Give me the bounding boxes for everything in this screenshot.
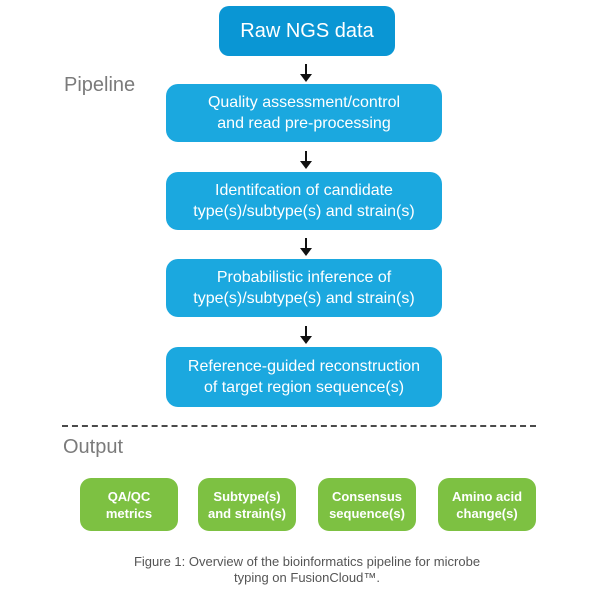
output-text-line: Amino acid	[451, 488, 523, 504]
section-divider	[62, 425, 536, 427]
down-arrow-icon	[299, 64, 313, 82]
caption-line: Figure 1: Overview of the bioinformatics…	[133, 554, 481, 569]
step-text-line: Reference-guided reconstruction	[187, 358, 421, 375]
raw-ngs-data-box: Raw NGS data	[219, 6, 395, 56]
output-amino-acid-changes: Amino acid change(s)	[438, 478, 536, 531]
output-text-line: Subtype(s)	[213, 488, 281, 504]
pipeline-step-quality-control: Quality assessment/control and read pre-…	[166, 84, 442, 142]
output-text-line: metrics	[105, 505, 153, 521]
raw-ngs-data-label: Raw NGS data	[240, 19, 374, 42]
step-text-line: Probabilistic inference of	[216, 269, 392, 286]
step-text-line: Identifcation of candidate	[215, 182, 393, 199]
output-text-line: QA/QC	[107, 488, 151, 504]
step-text-line: Quality assessment/control	[207, 94, 401, 111]
output-text-line: sequence(s)	[329, 505, 405, 521]
down-arrow-icon	[299, 238, 313, 256]
step-text-line: type(s)/subtype(s) and strain(s)	[193, 203, 415, 220]
step-text-line: type(s)/subtype(s) and strain(s)	[193, 290, 415, 307]
pipeline-step-reference-reconstruction: Reference-guided reconstruction of targe…	[166, 347, 442, 407]
figure-caption: Figure 1: Overview of the bioinformatics…	[40, 554, 574, 586]
output-text-line: change(s)	[456, 505, 518, 521]
pipeline-step-candidate-identification: Identifcation of candidate type(s)/subty…	[166, 172, 442, 230]
output-text-line: Consensus	[331, 488, 403, 504]
pipeline-step-probabilistic-inference: Probabilistic inference of type(s)/subty…	[166, 259, 442, 317]
pipeline-heading: Pipeline	[64, 74, 136, 96]
down-arrow-icon	[299, 151, 313, 169]
output-text-line: and strain(s)	[207, 505, 286, 521]
step-text-line: of target region sequence(s)	[203, 379, 405, 396]
output-consensus-sequences: Consensus sequence(s)	[318, 478, 416, 531]
down-arrow-icon	[299, 326, 313, 344]
output-qa-qc-metrics: QA/QC metrics	[80, 478, 178, 531]
caption-line: typing on FusionCloud™.	[234, 570, 380, 585]
output-heading: Output	[63, 436, 124, 458]
output-subtypes-strains: Subtype(s) and strain(s)	[198, 478, 296, 531]
step-text-line: and read pre-processing	[217, 115, 391, 132]
